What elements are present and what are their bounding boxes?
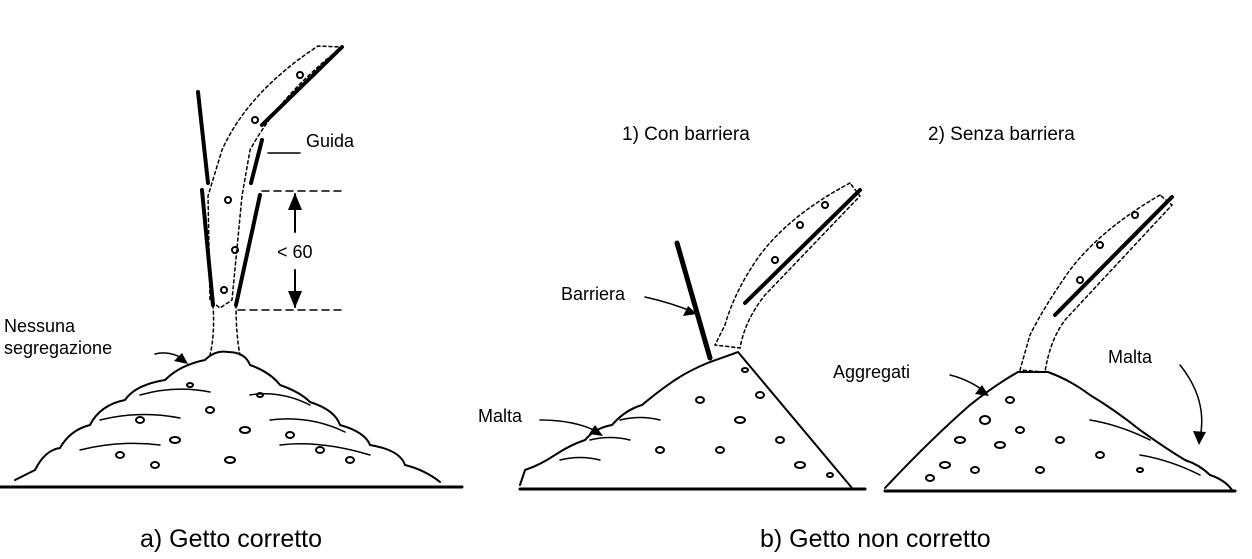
panel-b1-mortar-arrowhead xyxy=(589,425,603,436)
panel-b1-chute-right-wall xyxy=(743,188,862,305)
case1-title: 1) Con barriera xyxy=(622,124,750,145)
panel-b-title: b) Getto non corretto xyxy=(760,525,991,553)
panel-b2-mortar-pointer xyxy=(1179,364,1203,439)
panel-b2-aggregates-arrowhead xyxy=(975,385,989,396)
barrier-label: Barriera xyxy=(561,284,626,304)
case2-title: 2) Senza barriera xyxy=(928,124,1075,145)
panel-a-aggregates xyxy=(115,71,355,469)
panel-b2-chute-right-wall xyxy=(1053,195,1174,317)
panel-a-guide-lower-right xyxy=(234,193,262,307)
no-segregation-label-line2: segregazione xyxy=(4,338,113,358)
panel-b2-mortar-arrowhead xyxy=(1193,431,1206,445)
panel-a-falling-stream xyxy=(209,304,241,356)
panel-b2-pile-layers xyxy=(1089,419,1201,476)
aggregates-label: Aggregati xyxy=(833,362,911,382)
panel-a-dim-arrow-down xyxy=(288,291,302,308)
panel-a-dim-arrow-up xyxy=(288,193,302,210)
panel-a-pile xyxy=(14,350,441,483)
panel-b1-aggregates xyxy=(655,201,834,478)
panel-b2-pile xyxy=(884,371,1233,491)
panel-b2-aggregates xyxy=(925,211,1144,482)
no-segregation-label-line1: Nessuna xyxy=(4,316,76,336)
panel-a-chute xyxy=(207,45,345,309)
panel-a-guide-upper-left xyxy=(196,90,210,185)
panel-a-correct-pour xyxy=(0,45,464,489)
panel-a-title: a) Getto corretto xyxy=(140,525,323,553)
guide-label: Guida xyxy=(306,131,355,151)
panel-b2-chute xyxy=(1019,194,1174,373)
panel-a-guide-upper-right xyxy=(249,138,264,185)
panel-b1-pile-layers xyxy=(559,416,661,461)
panel-a-guide-lower-left xyxy=(200,188,215,307)
panel-a-chute-right-wall xyxy=(260,45,344,127)
panel-b2-without-barrier xyxy=(883,194,1237,493)
panel-b1-with-barrier xyxy=(518,182,867,491)
mortar-label-left: Malta xyxy=(478,406,523,426)
panel-a-no-segregation-arrowhead xyxy=(174,353,188,364)
panel-a-pile-layers xyxy=(79,388,371,456)
distance-label: < 60 xyxy=(277,242,313,262)
panel-b1-mortar-pointer xyxy=(539,419,599,433)
panel-b1-barrier-board xyxy=(674,240,713,361)
panel-b1-chute xyxy=(713,182,861,349)
panel-b1-pile xyxy=(519,350,853,489)
mortar-label-right: Malta xyxy=(1108,347,1153,367)
panel-b1-barrier-arrowhead xyxy=(683,306,697,316)
panel-b1-barrier-pointer xyxy=(644,296,694,313)
